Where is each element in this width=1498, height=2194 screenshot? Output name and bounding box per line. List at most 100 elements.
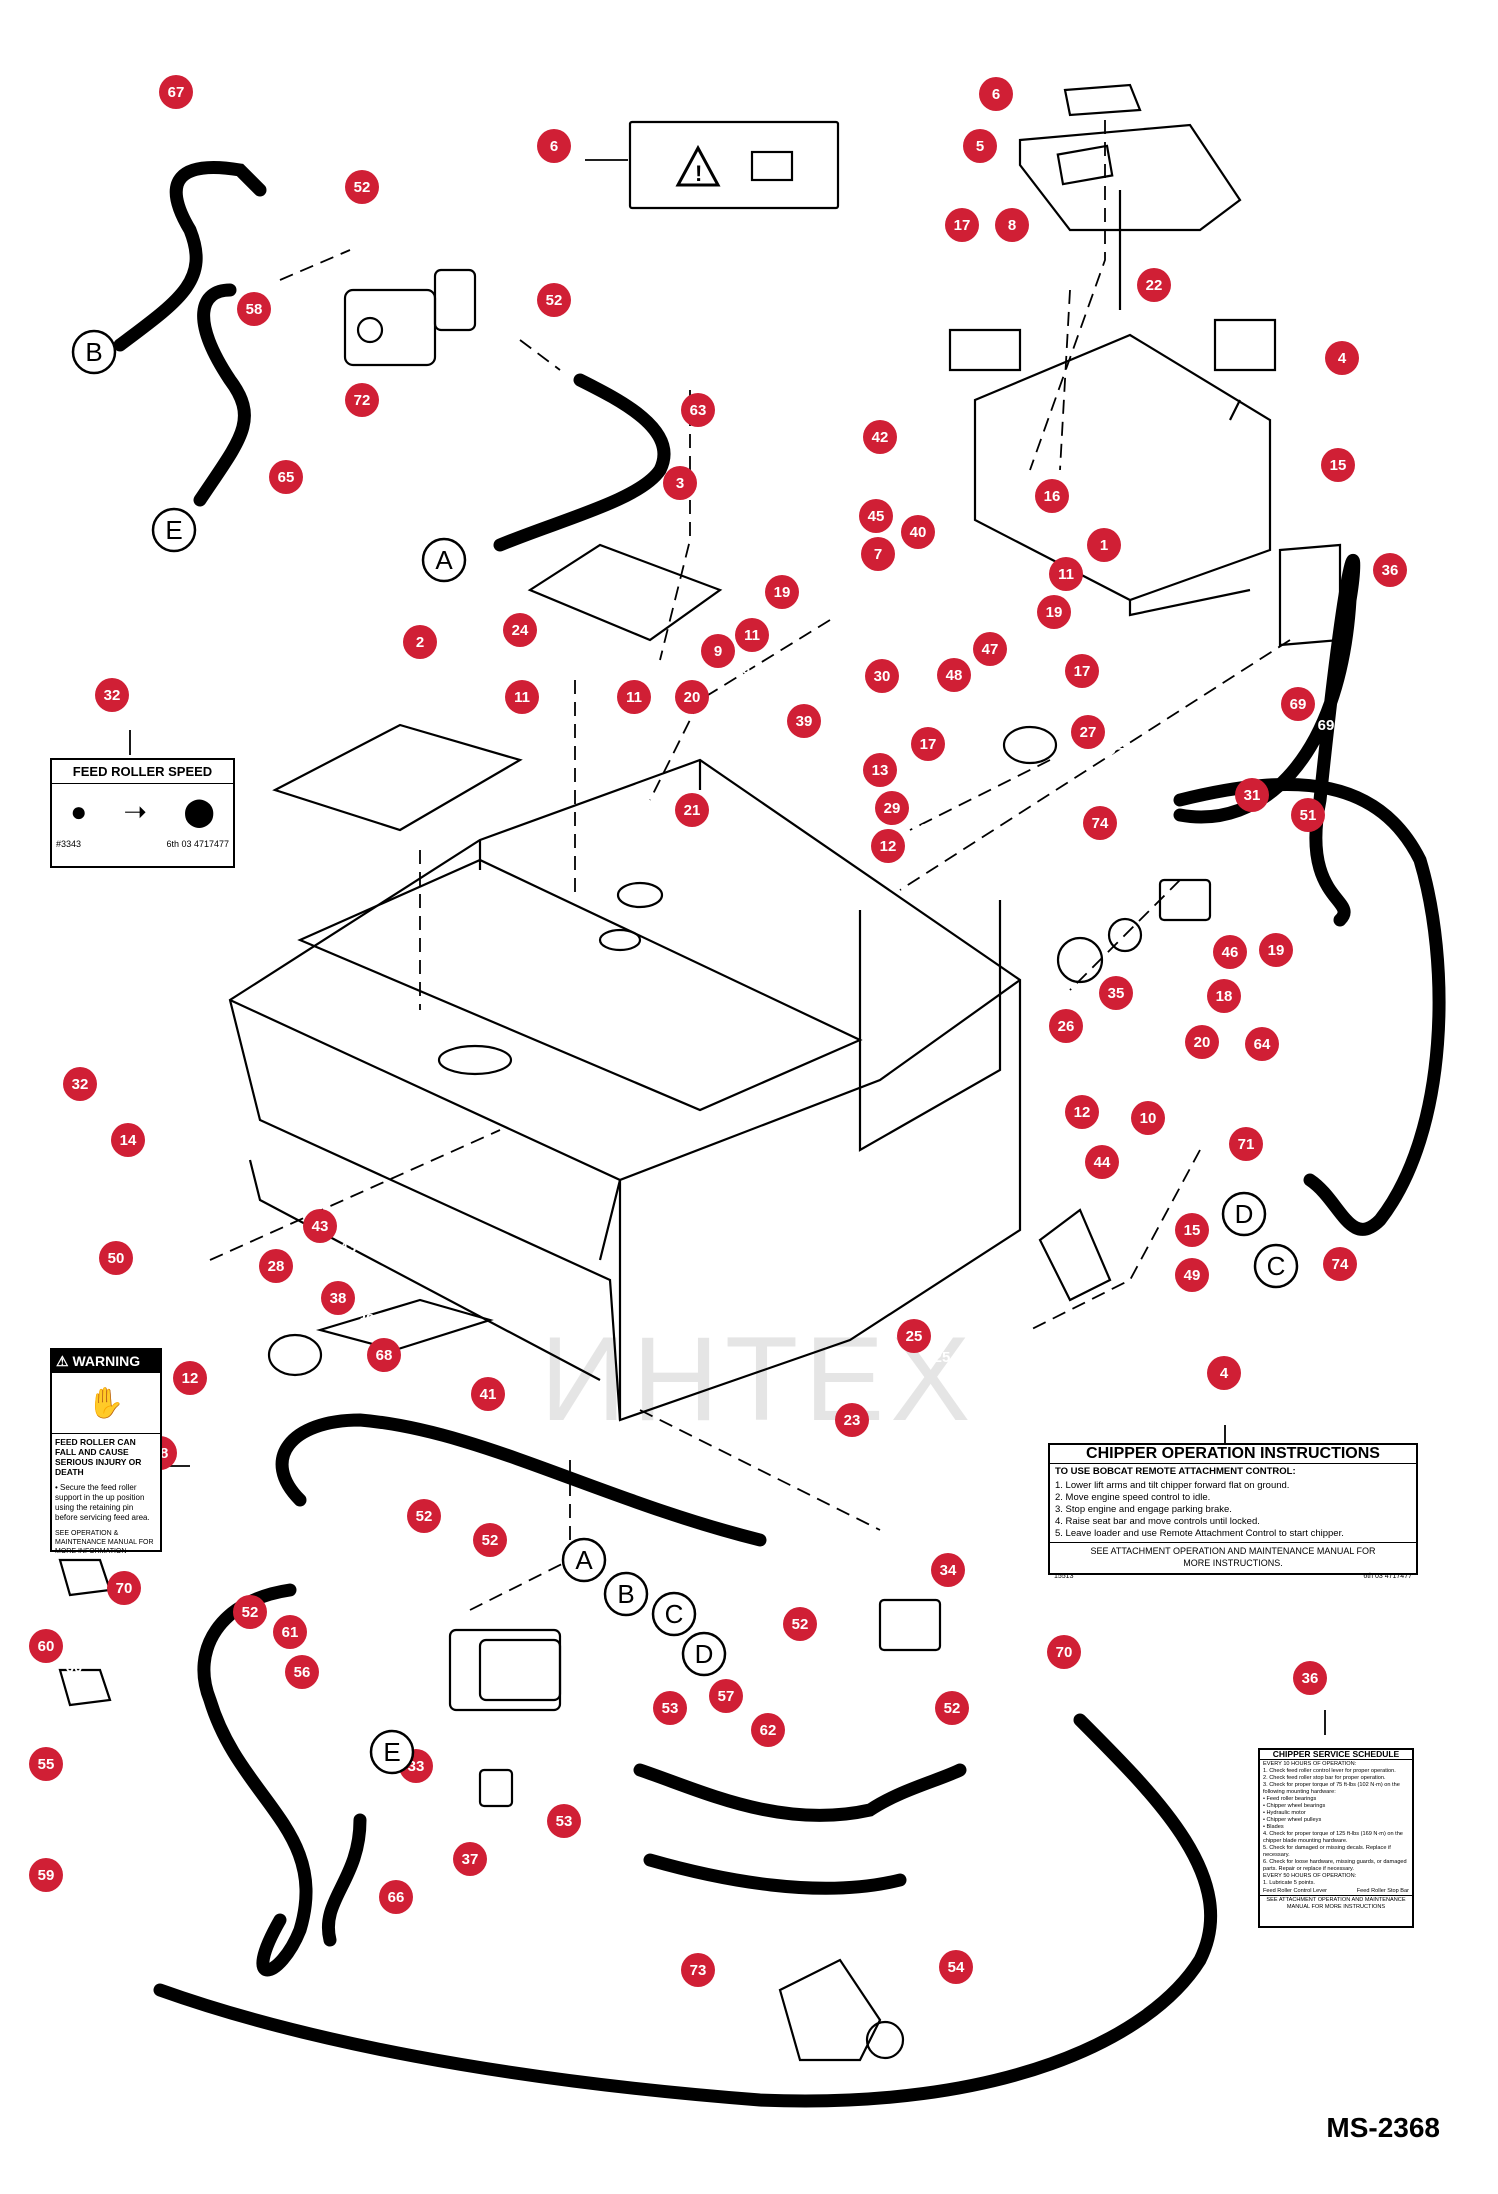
- callout-badge: [1131, 1101, 1165, 1135]
- part-number: 38: [358, 1311, 375, 1328]
- callout-badge-label: 1: [1100, 537, 1108, 554]
- callout-badge: [159, 75, 193, 109]
- callout-badge: [979, 77, 1013, 111]
- callout-badge: [863, 753, 897, 787]
- connection-e: E: [369, 1729, 415, 1775]
- part-number: 53: [690, 1721, 707, 1738]
- part-number: 26: [1086, 1039, 1103, 1056]
- part-number: 74: [1120, 836, 1137, 853]
- callout-badge: [681, 393, 715, 427]
- callout-badge-label: 32: [104, 687, 121, 704]
- callout-badge: [1065, 1095, 1099, 1129]
- connection-letter: B: [617, 1579, 634, 1609]
- chipper-operation-decal: CHIPPER OPERATION INSTRUCTIONS TO USE BO…: [1048, 1443, 1418, 1580]
- part-number: 24: [540, 643, 557, 660]
- part-number: 2: [444, 655, 452, 672]
- callout-badge: [701, 634, 735, 668]
- callout-badge: [783, 1607, 817, 1641]
- part-number: 25: [934, 1349, 951, 1366]
- callout-badge: [1207, 1356, 1241, 1390]
- schedule-line: 2. Check feed roller stop bar for proper…: [1263, 1775, 1386, 1781]
- operation-title: CHIPPER OPERATION INSTRUCTIONS: [1050, 1445, 1416, 1464]
- connection-letter: E: [383, 1737, 400, 1767]
- schedule-line: • Hydraulic motor: [1263, 1810, 1306, 1816]
- callout-badge-label: 70: [1056, 1644, 1073, 1661]
- callout-badge-label: 28: [268, 1258, 285, 1275]
- part-number: 47: [1010, 662, 1027, 679]
- callout-badge-label: 24: [512, 622, 529, 639]
- callout-badge: [1137, 268, 1171, 302]
- document-id: MS-2368: [1326, 2112, 1440, 2143]
- connection-d: D: [1221, 1191, 1267, 1237]
- callout-badge-label: 32: [72, 1076, 89, 1093]
- callout-badge: [1071, 715, 1105, 749]
- connection-ring: [603, 1571, 649, 1617]
- callout-badge-label: 19: [1046, 604, 1063, 621]
- callout-badge: [901, 515, 935, 549]
- callout-badge-label: 22: [1146, 277, 1163, 294]
- hoses: [113, 161, 1446, 2108]
- callout-badge-label: 59: [38, 1867, 55, 1884]
- part-number: 3: [704, 496, 712, 513]
- part-number: 17: [1102, 684, 1119, 701]
- callout-badge-label: 74: [1332, 1256, 1349, 1273]
- callout-badge: [473, 1523, 507, 1557]
- callout-badge: [1037, 595, 1071, 629]
- callout-badge: [1085, 1145, 1119, 1179]
- part-number: 1: [1128, 558, 1136, 575]
- callout-badge-label: 74: [1092, 815, 1109, 832]
- part-number: 54: [976, 1980, 993, 1997]
- callout-badge: [709, 1679, 743, 1713]
- callout-4: 44: [1325, 341, 1375, 388]
- callout-badge: [1373, 553, 1407, 587]
- callout-badge-label: 19: [1268, 942, 1285, 959]
- feed-roller-speed-decal: FEED ROLLER SPEED ● ➝ ⬤ #3343 6th 03 471…: [50, 758, 235, 868]
- part-number: 18: [1244, 1009, 1261, 1026]
- part-number: 58: [274, 322, 291, 339]
- callout-badge-label: 9: [714, 643, 722, 660]
- callout-badge-label: 7: [874, 546, 882, 563]
- callout-badge: [935, 1691, 969, 1725]
- callout-badge-label: 64: [1254, 1036, 1271, 1053]
- callout-badge-label: 52: [416, 1508, 433, 1525]
- callout-badge-label: 15: [1330, 457, 1347, 474]
- callout-badge-label: 34: [940, 1562, 957, 1579]
- callout-badge-label: 12: [880, 838, 897, 855]
- part-number: 44: [1122, 1175, 1139, 1192]
- callout-badge: [1235, 778, 1269, 812]
- operation-code-left: 15513: [1054, 1573, 1074, 1580]
- schedule-line: • Chipper wheel pulleys: [1263, 1817, 1322, 1823]
- part-number: 13: [900, 783, 917, 800]
- callout-badge-label: 50: [108, 1250, 125, 1267]
- callout-badge-label: 12: [182, 1370, 199, 1387]
- callout-badge-label: 46: [1222, 944, 1239, 961]
- callout-badge-label: 12: [1074, 1104, 1091, 1121]
- callout-badge-label: 51: [1300, 807, 1317, 824]
- callout-badge-label: 40: [910, 524, 927, 541]
- part-number: 52: [444, 1529, 461, 1546]
- decal-codes: #3343 6th 03 4717477: [52, 839, 233, 850]
- callout-badge: [963, 129, 997, 163]
- callout-badge-label: 55: [38, 1756, 55, 1773]
- connection-b: B: [71, 329, 117, 375]
- callout-badge-label: 52: [546, 292, 563, 309]
